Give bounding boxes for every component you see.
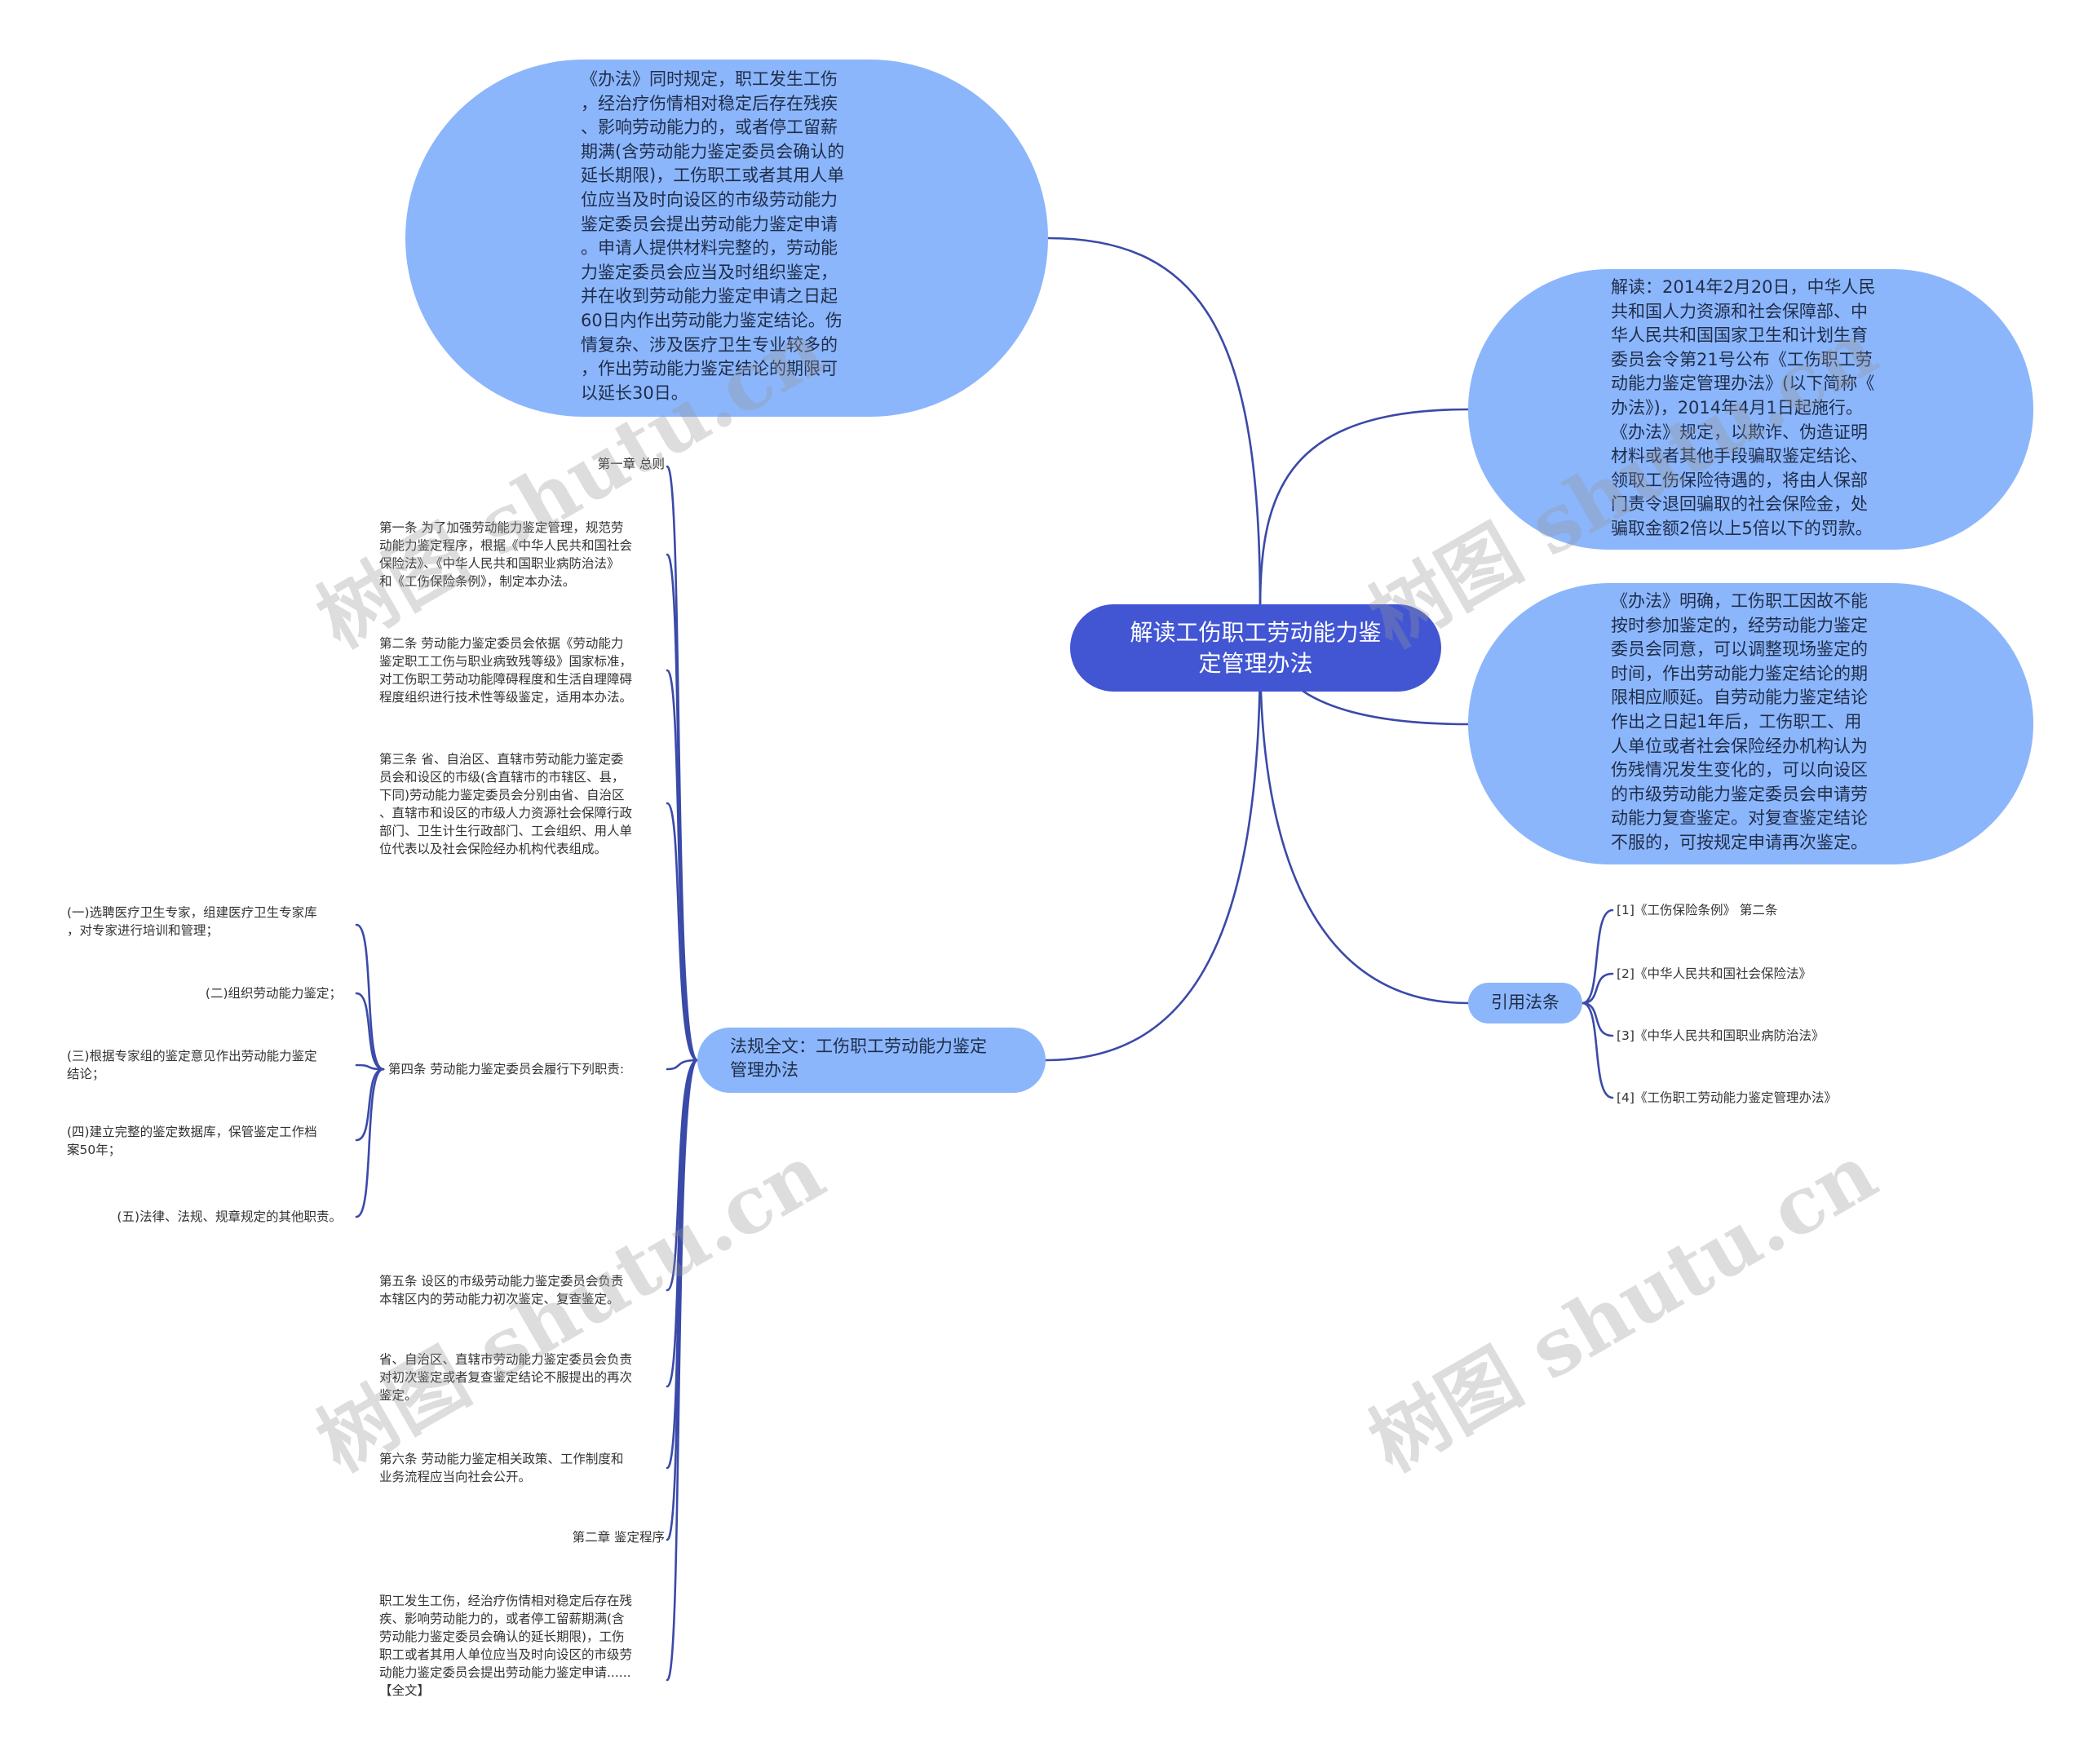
duty-item-5[interactable]: (五)法律、法规、规章规定的其他职责。 bbox=[117, 1209, 342, 1224]
cited-laws-node[interactable]: 引用法条 bbox=[1468, 983, 1582, 1023]
link-duty-3 bbox=[355, 1068, 385, 1142]
duty-item-4[interactable]: (四)建立完整的鉴定数据库，保管鉴定工作档 案50年； bbox=[67, 1125, 317, 1157]
duty-item-2[interactable]: (二)组织劳动能力鉴定； bbox=[205, 986, 342, 1001]
law-item-chapter1[interactable]: 第一章 总则 bbox=[597, 457, 665, 471]
duty-item-1[interactable]: (一)选聘医疗卫生专家，组建医疗卫生专家库 ，对专家进行培训和管理； bbox=[67, 905, 317, 938]
law-item-article1[interactable]: 第一条 为了加强劳动能力鉴定管理，规范劳 动能力鉴定程序，根据《中华人民共和国社… bbox=[379, 520, 633, 589]
cite-item-1[interactable]: [1]《工伤保险条例》 第二条 bbox=[1617, 903, 1778, 917]
link-law-item-4 bbox=[666, 1059, 699, 1071]
link-law-item-1 bbox=[666, 553, 699, 1062]
link-duty-0 bbox=[355, 923, 385, 1071]
link-root-right1 bbox=[1259, 408, 1470, 609]
bubble-right-interpretation[interactable]: 解读：2014年2月20日，中华人民 共和国人力资源和社会保障部、中 华人民共和… bbox=[1468, 269, 2033, 550]
link-law-item-3 bbox=[666, 802, 699, 1062]
link-cite-0 bbox=[1581, 909, 1614, 1005]
link-root-top bbox=[1046, 237, 1262, 609]
law-item-article6[interactable]: 第六条 劳动能力鉴定相关政策、工作制度和 业务流程应当向社会公开。 bbox=[379, 1452, 624, 1484]
law-fulltext-node[interactable]: 法规全文：工伤职工劳动能力鉴定 管理办法 bbox=[697, 1028, 1046, 1093]
link-duty-4 bbox=[355, 1068, 385, 1218]
link-duty-2 bbox=[355, 1063, 385, 1071]
bubble-top-text: 《办法》同时规定，职工发生工伤 ，经治疗伤情相对稳定后存在残疾 、影响劳动能力的… bbox=[581, 69, 845, 403]
link-duty-1 bbox=[355, 992, 385, 1071]
law-item-article2[interactable]: 第二条 劳动能力鉴定委员会依据《劳动能力 鉴定职工工伤与职业病致残等级》国家标准… bbox=[379, 636, 633, 705]
law-item-procedure[interactable]: 职工发生工伤，经治疗伤情相对稳定后存在残 疾、影响劳动能力的，或者停工留薪期满(… bbox=[379, 1594, 633, 1698]
law-item-reappraisal[interactable]: 省、自治区、直辖市劳动能力鉴定委员会负责 对初次鉴定或者复查鉴定结论不服提出的再… bbox=[379, 1352, 633, 1403]
link-law-item-5 bbox=[666, 1059, 699, 1292]
link-cite-2 bbox=[1581, 1001, 1614, 1037]
link-cite-3 bbox=[1581, 1001, 1614, 1099]
root-topic[interactable]: 解读工伤职工劳动能力鉴 定管理办法 bbox=[1070, 604, 1441, 692]
law-item-article3[interactable]: 第三条 省、自治区、直辖市劳动能力鉴定委 员会和设区的市级(含直辖市的市辖区、县… bbox=[379, 752, 633, 856]
law-item-article4[interactable]: 第四条 劳动能力鉴定委员会履行下列职责: bbox=[388, 1062, 625, 1077]
bubble-top-explanation[interactable]: 《办法》同时规定，职工发生工伤 ，经治疗伤情相对稳定后存在残疾 、影响劳动能力的… bbox=[405, 60, 1048, 417]
bubble-right1-text: 解读：2014年2月20日，中华人民 共和国人力资源和社会保障部、中 华人民共和… bbox=[1611, 277, 1876, 538]
cite-item-4[interactable]: [4]《工伤职工劳动能力鉴定管理办法》 bbox=[1617, 1090, 1837, 1105]
duty-item-3[interactable]: (三)根据专家组的鉴定意见作出劳动能力鉴定 结论； bbox=[67, 1049, 317, 1081]
law-item-article5[interactable]: 第五条 设区的市级劳动能力鉴定委员会负责 本辖区内的劳动能力初次鉴定、复查鉴定。 bbox=[379, 1274, 624, 1306]
bubble-right2-text: 《办法》明确，工伤职工因故不能 按时参加鉴定的，经劳动能力鉴定 委员会同意，可以… bbox=[1611, 591, 1868, 852]
link-root-cite bbox=[1259, 651, 1470, 1005]
link-law-item-2 bbox=[666, 669, 699, 1062]
cite-item-3[interactable]: [3]《中华人民共和国职业病防治法》 bbox=[1617, 1028, 1825, 1043]
bubble-right-appraisal-rules[interactable]: 《办法》明确，工伤职工因故不能 按时参加鉴定的，经劳动能力鉴定 委员会同意，可以… bbox=[1468, 583, 2033, 864]
law-item-chapter2[interactable]: 第二章 鉴定程序 bbox=[572, 1530, 665, 1545]
link-root-law bbox=[1044, 651, 1262, 1062]
link-law-item-9 bbox=[666, 1059, 699, 1682]
cite-item-2[interactable]: [2]《中华人民共和国社会保险法》 bbox=[1617, 966, 1812, 981]
link-cite-1 bbox=[1581, 972, 1614, 1005]
